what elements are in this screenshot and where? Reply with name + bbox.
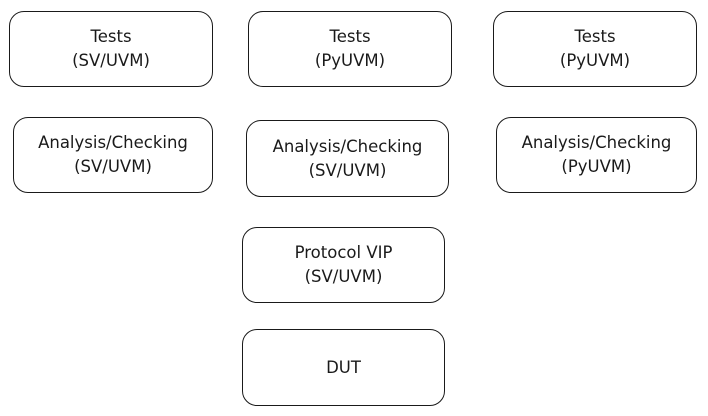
box-subtitle: (PyUVM) bbox=[561, 157, 632, 176]
box-title: Analysis/Checking bbox=[38, 133, 188, 152]
box-subtitle: (PyUVM) bbox=[559, 51, 631, 70]
box-title: Tests bbox=[574, 27, 616, 46]
box-title: Analysis/Checking bbox=[521, 133, 672, 152]
box-title: Analysis/Checking bbox=[272, 136, 423, 156]
box-title: Tests bbox=[329, 27, 371, 46]
analysis-checking-sv-uvm-box-middle: Analysis/Checking (SV/UVM) bbox=[246, 120, 449, 197]
tests-sv-uvm-box: Tests (SV/UVM) bbox=[9, 11, 213, 87]
tests-pyuvm-box-middle: Tests (PyUVM) bbox=[248, 11, 452, 87]
analysis-checking-sv-uvm-box-left: Analysis/Checking (SV/UVM) bbox=[13, 117, 213, 193]
box-title: DUT bbox=[326, 357, 361, 377]
box-subtitle: (SV/UVM) bbox=[72, 51, 150, 70]
box-subtitle: (SV/UVM) bbox=[304, 267, 383, 286]
box-title: Tests bbox=[90, 27, 132, 46]
box-subtitle: (SV/UVM) bbox=[308, 160, 387, 180]
dut-box: DUT bbox=[242, 329, 445, 406]
box-title: Protocol VIP bbox=[294, 243, 393, 262]
box-subtitle: (PyUVM) bbox=[314, 51, 386, 70]
box-subtitle: (SV/UVM) bbox=[74, 157, 152, 176]
protocol-vip-box: Protocol VIP (SV/UVM) bbox=[242, 227, 445, 303]
tests-pyuvm-box-right: Tests (PyUVM) bbox=[493, 11, 697, 87]
analysis-checking-pyuvm-box: Analysis/Checking (PyUVM) bbox=[496, 117, 697, 193]
